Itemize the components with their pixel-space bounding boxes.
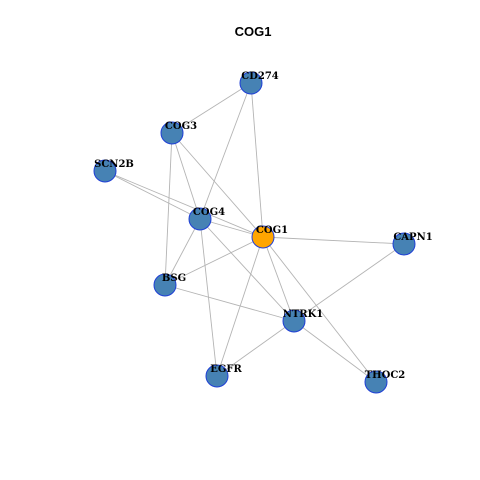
node-circle-cog4[interactable] bbox=[188, 207, 212, 231]
node-circle-thoc2[interactable] bbox=[364, 370, 388, 394]
node-capn1[interactable]: CAPN1 bbox=[392, 232, 433, 256]
node-cog3[interactable]: COG3 bbox=[160, 121, 197, 145]
edge-ntrk1-egfr bbox=[216, 320, 295, 377]
edge-cd274-cog4 bbox=[199, 82, 252, 220]
node-circle-cd274[interactable] bbox=[239, 71, 263, 95]
edge-cd274-cog3 bbox=[171, 82, 252, 134]
node-circle-bsg[interactable] bbox=[153, 273, 177, 297]
node-scn2b[interactable]: SCN2B bbox=[93, 159, 134, 183]
edge-cog1-thoc2 bbox=[262, 236, 377, 383]
edge-cog1-bsg bbox=[164, 236, 264, 286]
node-label-capn1: CAPN1 bbox=[393, 232, 432, 243]
node-circle-scn2b[interactable] bbox=[93, 159, 117, 183]
node-cd274[interactable]: CD274 bbox=[239, 71, 279, 95]
edge-capn1-ntrk1 bbox=[293, 243, 405, 322]
edge-ntrk1-thoc2 bbox=[293, 320, 377, 383]
node-label-cog3: COG3 bbox=[165, 121, 197, 132]
edge-cog1-capn1 bbox=[262, 236, 405, 245]
node-circle-ntrk1[interactable] bbox=[282, 309, 306, 333]
node-label-cd274: CD274 bbox=[241, 71, 279, 82]
edge-cog1-egfr bbox=[216, 236, 264, 377]
node-label-thoc2: THOC2 bbox=[365, 370, 406, 381]
node-label-egfr: EGFR bbox=[210, 364, 242, 375]
edge-cog4-bsg bbox=[164, 218, 201, 286]
node-cog4[interactable]: COG4 bbox=[188, 207, 225, 231]
node-bsg[interactable]: BSG bbox=[153, 273, 186, 297]
edge-cog3-cog1 bbox=[171, 132, 264, 238]
node-egfr[interactable]: EGFR bbox=[205, 364, 242, 388]
node-label-bsg: BSG bbox=[162, 273, 186, 284]
edge-layer bbox=[104, 82, 405, 383]
edge-bsg-ntrk1 bbox=[164, 284, 295, 322]
node-label-ntrk1: NTRK1 bbox=[283, 309, 324, 320]
node-label-cog1: COG1 bbox=[256, 225, 288, 236]
edge-cog3-cog4 bbox=[171, 132, 201, 220]
node-cog1[interactable]: COG1 bbox=[251, 225, 288, 249]
graph-title: COG1 bbox=[235, 24, 272, 39]
node-label-scn2b: SCN2B bbox=[94, 159, 134, 170]
edge-cd274-cog1 bbox=[250, 82, 264, 238]
node-circle-capn1[interactable] bbox=[392, 232, 416, 256]
edge-cog3-bsg bbox=[164, 132, 173, 286]
edge-cog1-ntrk1 bbox=[262, 236, 295, 322]
node-circle-cog3[interactable] bbox=[160, 121, 184, 145]
edge-scn2b-cog1 bbox=[104, 170, 264, 238]
node-label-cog4: COG4 bbox=[193, 207, 225, 218]
edge-scn2b-cog4 bbox=[104, 170, 201, 220]
node-ntrk1[interactable]: NTRK1 bbox=[282, 309, 324, 333]
node-circle-cog1[interactable] bbox=[251, 225, 275, 249]
node-thoc2[interactable]: THOC2 bbox=[364, 370, 406, 394]
node-circle-egfr[interactable] bbox=[205, 364, 229, 388]
edge-cog4-ntrk1 bbox=[199, 218, 295, 322]
